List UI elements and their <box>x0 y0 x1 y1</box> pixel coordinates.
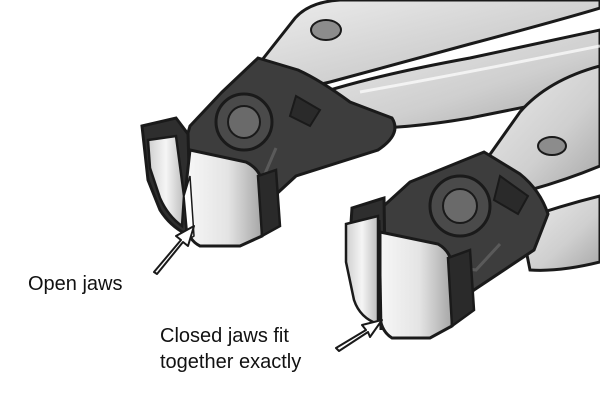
closed-pliers-left-jaw-edge <box>344 214 380 326</box>
closed-pliers-right-jaw <box>378 230 454 340</box>
open-jaws-gap <box>183 175 195 242</box>
closed-jaws-label: Closed jaws fit together exactly <box>160 323 301 375</box>
open-jaws-label-text: Open jaws <box>28 273 123 295</box>
open-pliers-left-jaw-edge <box>146 134 186 229</box>
closed-pliers-handle-dimple <box>537 136 567 156</box>
open-pliers-handle-dimple <box>310 19 342 41</box>
closed-pliers-upper-handle <box>483 64 600 192</box>
closed-jaws-arrow <box>335 319 383 352</box>
closed-jaws-seam <box>377 219 383 331</box>
closed-end-cutting-pliers-icon <box>344 64 600 340</box>
open-pliers-right-jaw <box>184 148 264 248</box>
open-jaws-arrow <box>153 225 195 275</box>
open-jaws-label: Open jaws <box>28 271 123 297</box>
closed-jaws-label-line2: together exactly <box>160 351 302 373</box>
open-end-cutting-pliers-icon <box>140 0 600 248</box>
closed-jaws-label-line1: Closed jaws fit <box>160 325 289 347</box>
